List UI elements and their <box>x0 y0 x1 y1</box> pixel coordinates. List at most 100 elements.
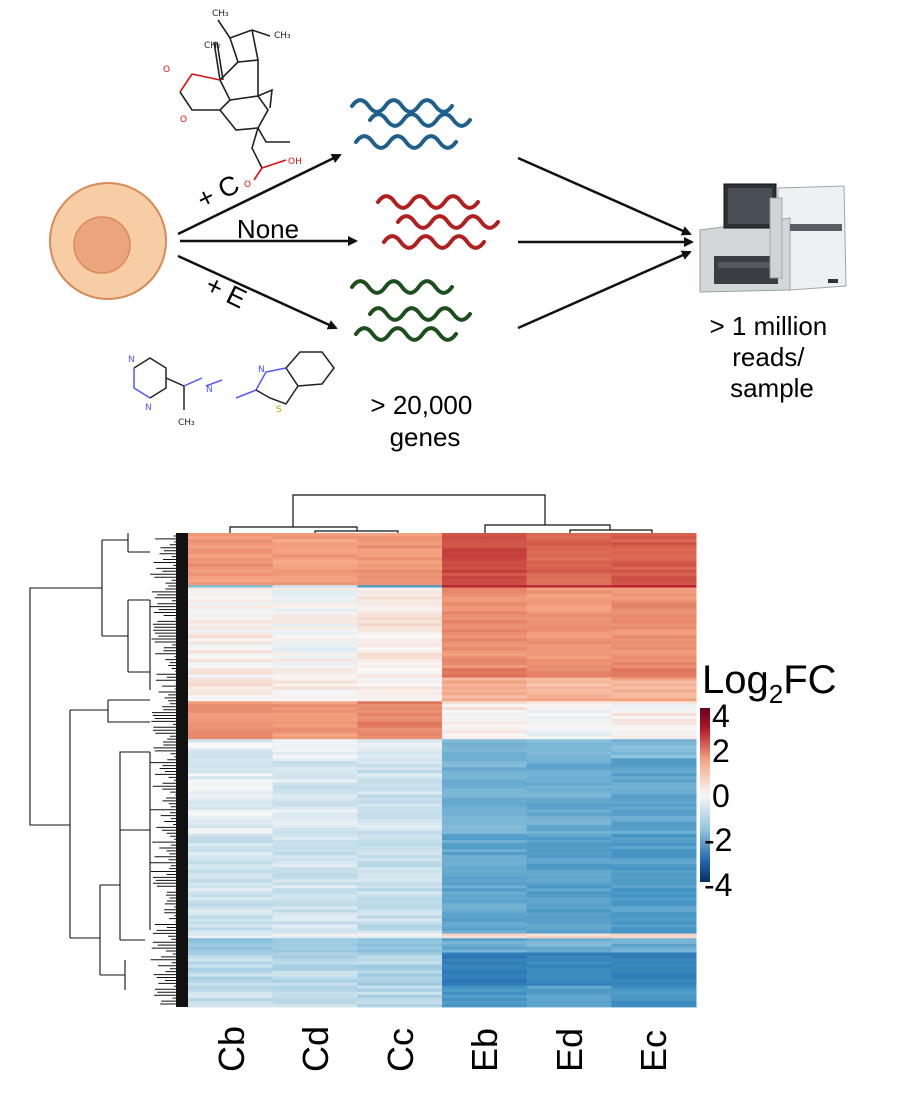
heatmap-cell-eb-cluster-1 <box>442 533 528 537</box>
heatmap-cell-ec-cluster-9 <box>611 912 697 916</box>
heatmap-cell-ed-cluster-9 <box>526 912 612 916</box>
heatmap-cell-ec-cluster-1 <box>611 545 697 549</box>
heatmap-cell-ed-cluster-12 <box>526 961 612 965</box>
heatmap-cell-ed-cluster-9 <box>526 930 612 934</box>
heatmap-cell-ed-cluster-1 <box>526 536 612 540</box>
heatmap-cell-cc-cluster-13 <box>357 985 443 990</box>
heatmap-cell-eb-cluster-7 <box>442 751 528 756</box>
heatmap-cell-ec-cluster-10 <box>611 933 697 937</box>
heatmap-cell-cc-cluster-9 <box>357 873 443 877</box>
heatmap-cell-cd-cluster-3 <box>272 608 358 612</box>
heatmap-cell-ed-cluster-7 <box>526 745 612 750</box>
heatmap-cell-cd-cluster-12 <box>272 967 358 971</box>
heatmap-cell-cb-cluster-9 <box>188 864 274 868</box>
heatmap-cell-cd-cluster-3 <box>272 593 358 597</box>
heatmap-cell-cc-cluster-11 <box>357 946 443 951</box>
heatmap-cell-ec-cluster-8 <box>611 827 697 832</box>
heatmap-cell-ed-cluster-12 <box>526 976 612 981</box>
heatmap-cell-ed-cluster-10 <box>526 933 612 937</box>
heatmap-cell-ec-cluster-3 <box>611 590 697 594</box>
heatmap-cell-ec-cluster-5 <box>611 692 697 696</box>
heatmap-cell-ec-cluster-8 <box>611 806 697 811</box>
heatmap-cell-cd-cluster-8 <box>272 779 358 783</box>
heatmap-cell-ed-cluster-9 <box>526 888 612 892</box>
heatmap-cell-cc-cluster-6 <box>357 710 443 714</box>
heatmap-cell-cc-cluster-9 <box>357 912 443 916</box>
heatmap-cell-ed-cluster-8 <box>526 785 612 789</box>
chem-e-atom-n4: N <box>258 365 265 375</box>
heatmap-cell-eb-cluster-1 <box>442 554 528 558</box>
heatmap-cell-eb-cluster-9 <box>442 873 528 877</box>
heatmap-cell-cc-cluster-9 <box>357 906 443 910</box>
heatmap-cell-ed-cluster-12 <box>526 982 612 987</box>
heatmap-cell-cc-cluster-3 <box>357 614 443 618</box>
heatmap-cell-cd-cluster-5 <box>272 695 358 699</box>
heatmap-cell-cc-cluster-1 <box>357 551 443 555</box>
heatmap-cell-cd-cluster-8 <box>272 827 358 832</box>
heatmap-cell-eb-cluster-8 <box>442 767 528 771</box>
chem-c-atom-ch3-a: CH₃ <box>212 9 229 19</box>
heatmap-cell-cc-cluster-12 <box>357 970 443 975</box>
heatmap-cell-ec-cluster-9 <box>611 846 697 850</box>
heatmap-cell-cd-cluster-1 <box>272 539 358 543</box>
heatmap-cell-cb-cluster-9 <box>188 882 274 886</box>
heatmap-cell-cb-cluster-3 <box>188 611 274 615</box>
heatmap-cell-cc-cluster-9 <box>357 918 443 922</box>
heatmap-cell-eb-cluster-13 <box>442 1003 528 1008</box>
heatmap-cell-ec-cluster-6 <box>611 727 697 731</box>
heatmap-cell-cc-cluster-7 <box>357 751 443 756</box>
heatmap-cell-cb-cluster-9 <box>188 833 274 838</box>
heatmap-cell-ed-cluster-5 <box>526 680 612 684</box>
heatmap-cell-eb-cluster-13 <box>442 985 528 990</box>
heatmap-cell-cd-cluster-8 <box>272 809 358 814</box>
arrow-to-sequencer-c <box>517 156 692 236</box>
heatmap-cell-cd-cluster-1 <box>272 545 358 549</box>
heatmap-cell-cc-cluster-8 <box>357 791 443 795</box>
heatmap-cell-ec-cluster-9 <box>611 879 697 883</box>
heatmap-cell-ed-cluster-9 <box>526 909 612 913</box>
heatmap-cell-cc-cluster-12 <box>357 973 443 978</box>
heatmap-cell-cb-cluster-12 <box>188 958 274 962</box>
heatmap-cell-ec-cluster-3 <box>611 617 697 621</box>
heatmap-cell-cd-cluster-1 <box>272 533 358 537</box>
heatmap-cell-ec-cluster-6 <box>611 730 697 734</box>
workflow: O O O OH CH₃ CH₃ CH₂ N N N N S CH₃ + C <box>49 9 847 452</box>
heatmap-cell-cb-cluster-3 <box>188 647 274 651</box>
chem-e-atom-n3: N <box>206 385 213 395</box>
heatmap-cell-ed-cluster-8 <box>526 761 612 765</box>
transcript-none-2 <box>396 214 500 230</box>
heatmap-cell-cd-cluster-10 <box>272 935 358 939</box>
heatmap-cell-cb-cluster-9 <box>188 879 274 883</box>
heatmap-cell-ec-cluster-9 <box>611 843 697 847</box>
heatmap-cell-cb-cluster-3 <box>188 626 274 630</box>
heatmap-cell-cb-cluster-9 <box>188 921 274 925</box>
heatmap-cell-cb-cluster-8 <box>188 776 274 780</box>
heatmap-cell-cb-cluster-9 <box>188 885 274 889</box>
heatmap-cell-cb-cluster-9 <box>188 855 274 859</box>
chem-c-atom-ch3-b: CH₃ <box>274 31 291 41</box>
heatmap-cell-cd-cluster-3 <box>272 641 358 645</box>
heatmap-cell-cc-cluster-7 <box>357 748 443 753</box>
heatmap-cell-cd-cluster-11 <box>272 946 358 951</box>
arrow-treatment-e <box>177 254 338 330</box>
heatmap-cell-cd-cluster-8 <box>272 782 358 786</box>
heatmap-cell-ec-cluster-8 <box>611 818 697 823</box>
heatmap-cell-ec-cluster-11 <box>611 938 697 942</box>
heatmap-cell-cd-cluster-6 <box>272 733 358 737</box>
transcripts-e-icon <box>350 279 472 342</box>
heatmap-cell-cd-cluster-9 <box>272 852 358 856</box>
heatmap-cell-cb-cluster-1 <box>188 563 274 568</box>
heatmap-cell-cb-cluster-5 <box>188 680 274 684</box>
heatmap-cell-cd-cluster-6 <box>272 724 358 728</box>
heatmap-cell-eb-cluster-11 <box>442 943 528 948</box>
heatmap-cell-cc-cluster-3 <box>357 650 443 654</box>
heatmap-cell-cd-cluster-8 <box>272 788 358 792</box>
heatmap-cell-ec-cluster-5 <box>611 677 697 681</box>
heatmap-cell-ed-cluster-3 <box>526 590 612 594</box>
heatmap-cell-eb-cluster-3 <box>442 662 528 666</box>
heatmap-cell-ed-cluster-8 <box>526 800 612 805</box>
heatmap-cell-cd-cluster-3 <box>272 635 358 639</box>
heatmap-cell-cd-cluster-9 <box>272 855 358 859</box>
heatmap-cell-eb-cluster-12 <box>442 979 528 984</box>
